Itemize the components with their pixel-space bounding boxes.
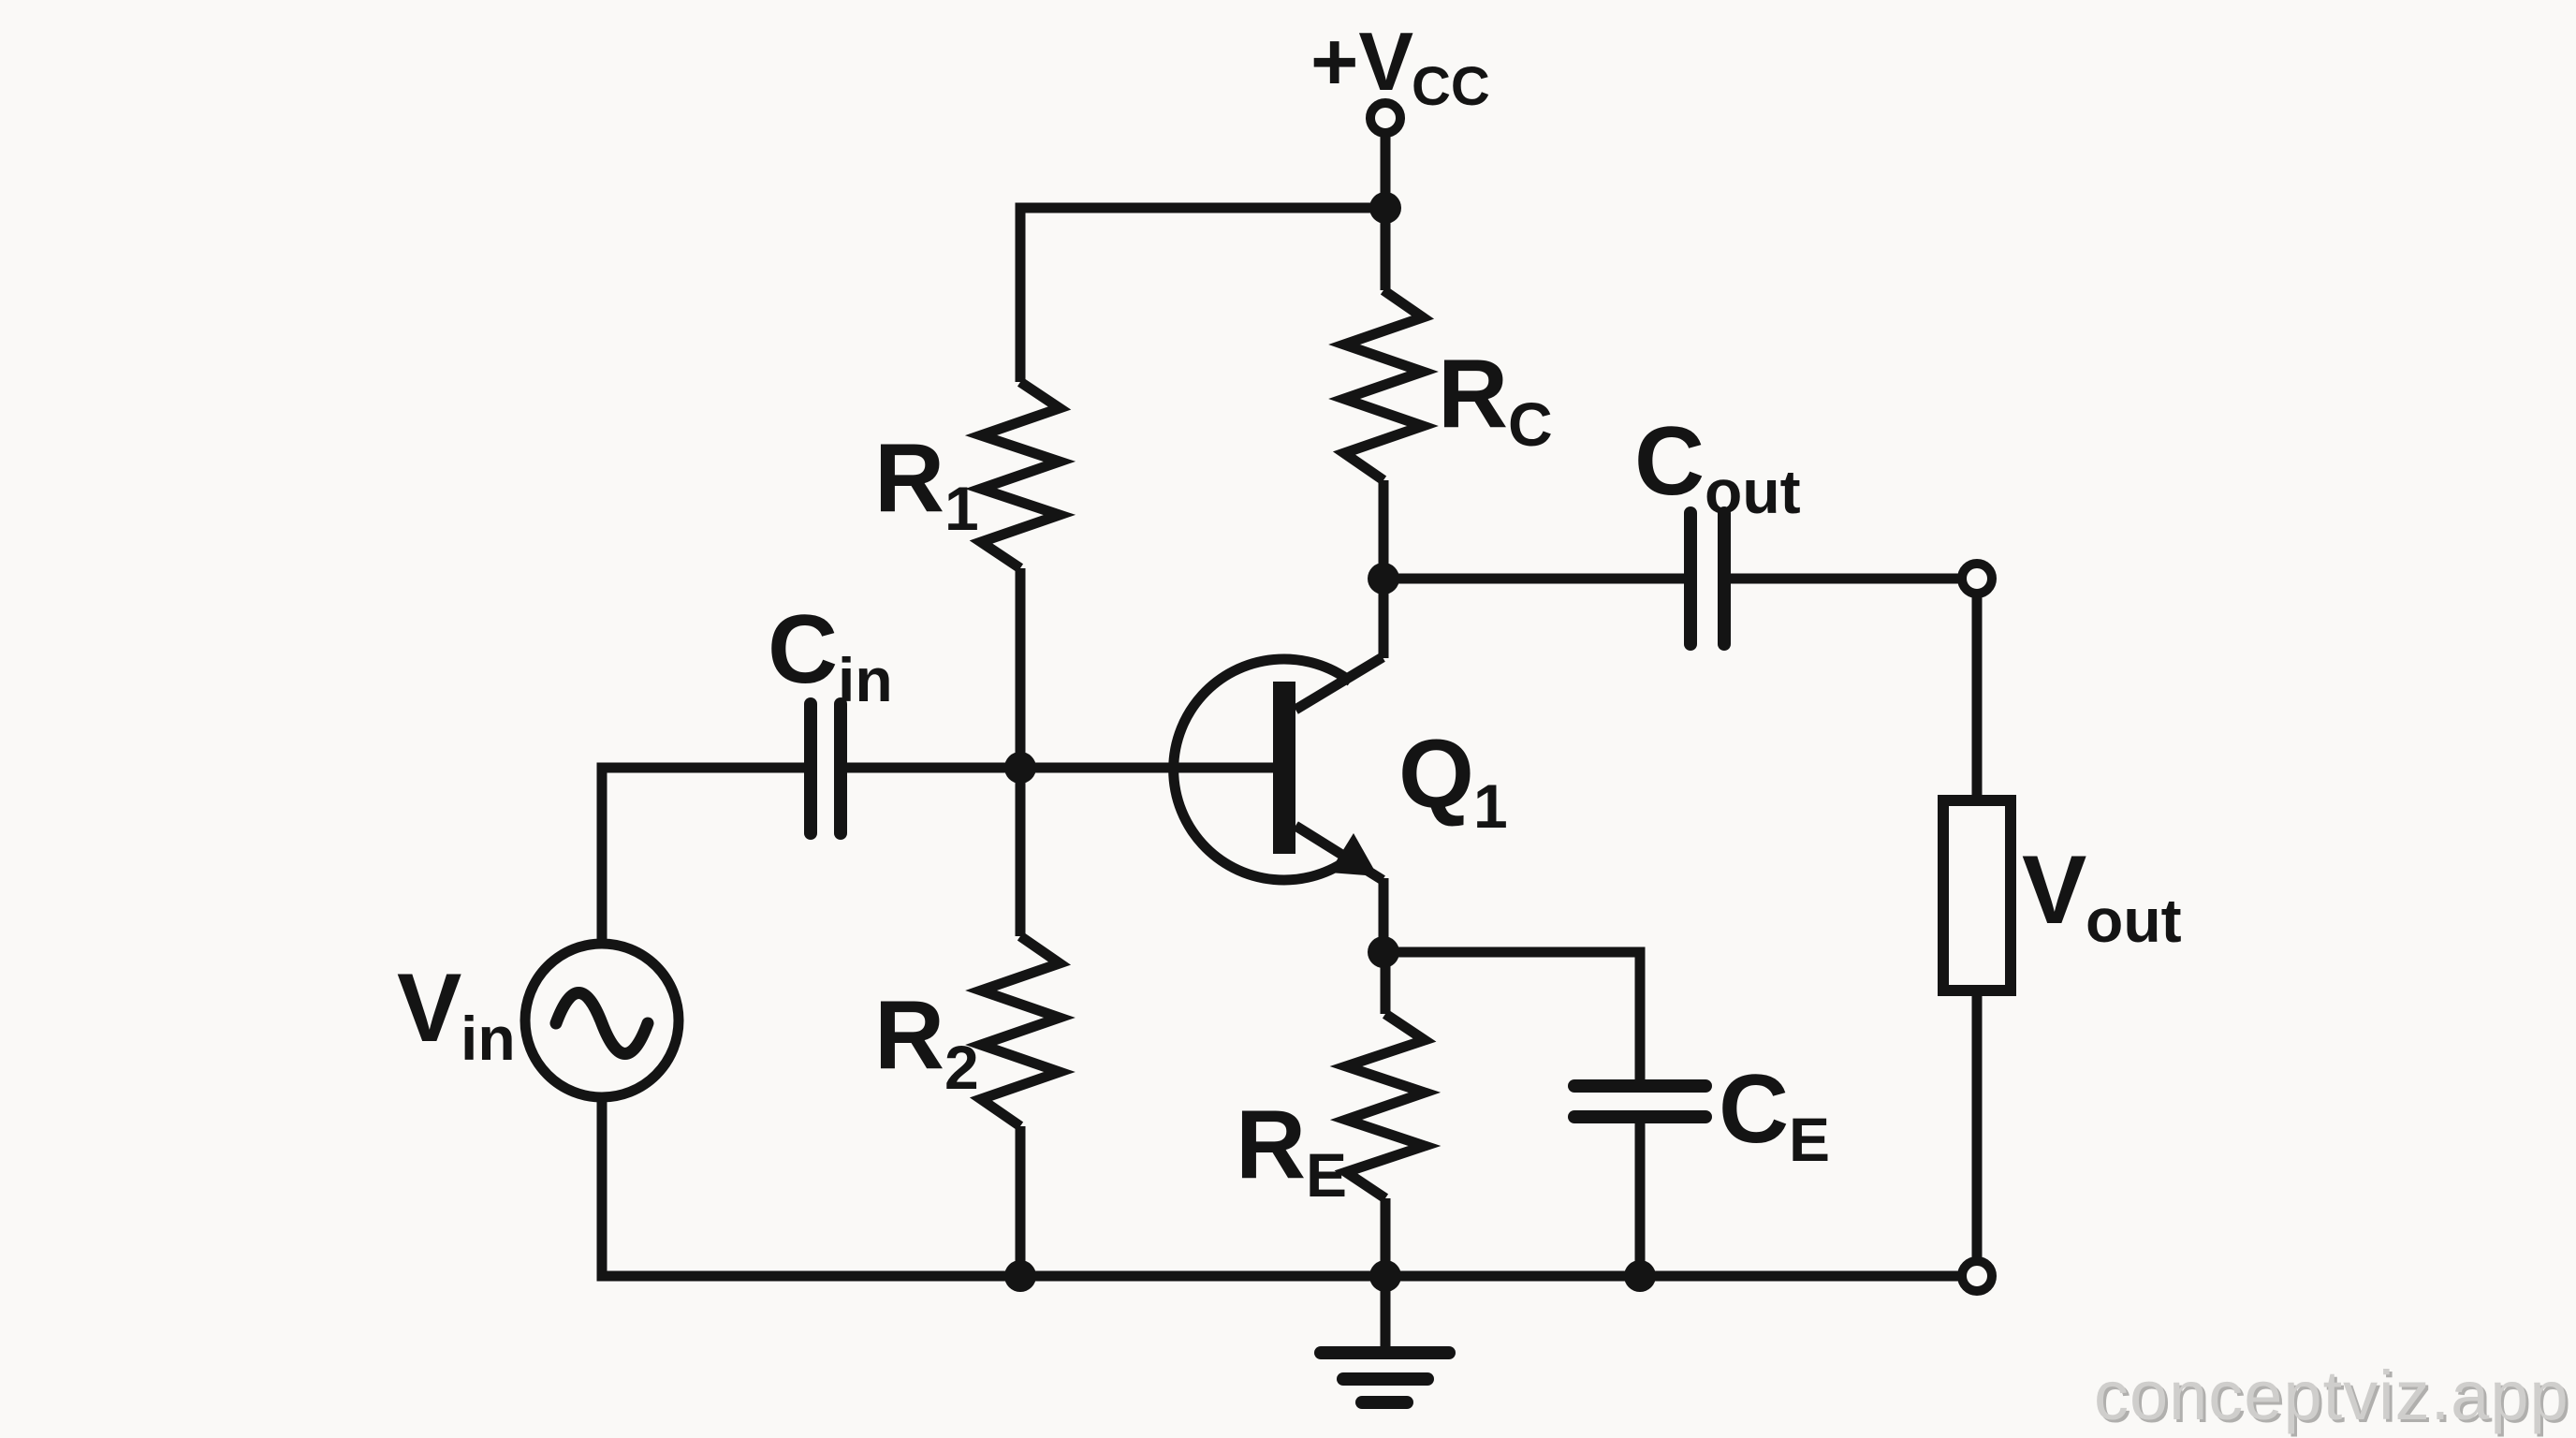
supply-terminal-vcc	[1366, 98, 1405, 138]
label-vcc-sub: CC	[1412, 56, 1490, 117]
ac-source-vin	[520, 938, 684, 1103]
capacitor-cout	[1684, 506, 1731, 651]
label-rc-sub: C	[1508, 389, 1553, 459]
resistor-zigzag-icon	[964, 377, 1076, 573]
transistor-base-bar-icon	[1273, 682, 1295, 854]
capacitor-cin	[804, 697, 847, 840]
label-r2-sub: 2	[944, 1033, 979, 1102]
resistor-r1	[964, 377, 1076, 573]
junction-dot	[1368, 936, 1399, 968]
watermark: conceptviz.app conceptviz.app	[2094, 1357, 2572, 1437]
label-vcc-main: +V	[1310, 15, 1413, 108]
watermark-shadow-text: conceptviz.app	[2097, 1359, 2572, 1437]
junction-dot	[1369, 1260, 1401, 1292]
label-ce-sub: E	[1789, 1105, 1830, 1174]
resistor-re	[1329, 1009, 1442, 1203]
label-q1: Q 1	[1398, 720, 1508, 841]
vcc-terminal-icon	[1366, 98, 1405, 138]
wire-emitter-to-ce	[1383, 946, 1646, 1086]
resistor-rc	[1328, 286, 1439, 485]
capacitor-ce	[1568, 1079, 1712, 1123]
label-re-main: R	[1236, 1091, 1306, 1199]
label-vout: V out	[2022, 836, 2182, 955]
label-re-sub: E	[1306, 1140, 1347, 1210]
label-vin-main: V	[397, 954, 461, 1063]
label-cout-sub: out	[1705, 457, 1801, 526]
wire-top-to-r1	[1015, 202, 1385, 382]
output-terminal-top-icon	[1957, 559, 1997, 598]
transistor-emitter-arrow-icon	[1329, 833, 1378, 876]
junction-dot	[1004, 1260, 1036, 1292]
label-r1: R 1	[874, 424, 979, 543]
label-rc: R C	[1438, 340, 1553, 459]
resistor-zigzag-icon	[1328, 286, 1439, 485]
label-vin: V in	[397, 954, 516, 1073]
resistor-zigzag-icon	[965, 932, 1076, 1131]
vout-load-box-icon	[1938, 795, 2016, 996]
wire-vin-to-rail	[596, 1097, 1020, 1282]
transistor-collector-lead	[1293, 653, 1385, 714]
ground-symbol	[1314, 1276, 1456, 1409]
sine-wave-icon	[549, 987, 654, 1060]
label-cout-main: C	[1634, 407, 1705, 516]
label-ce-main: C	[1719, 1055, 1789, 1164]
transistor-q1	[1168, 653, 1385, 886]
transistor-body-icon	[1168, 653, 1354, 886]
junction-dot	[1624, 1260, 1656, 1292]
label-q1-main: Q	[1398, 720, 1474, 829]
label-ce: C E	[1719, 1055, 1830, 1174]
label-cin-main: C	[768, 595, 838, 704]
junction-dot	[1004, 752, 1036, 784]
label-vout-sub: out	[2086, 886, 2182, 955]
wire-vin-to-cin	[596, 762, 811, 944]
junction-dot	[1368, 563, 1399, 594]
junction-dots	[1004, 192, 1656, 1292]
label-rc-main: R	[1438, 340, 1508, 448]
label-vout-main: V	[2022, 836, 2086, 945]
label-r2-main: R	[874, 981, 944, 1090]
label-vcc: +V CC	[1310, 15, 1490, 117]
junction-dot	[1369, 192, 1401, 224]
label-r1-sub: 1	[944, 474, 979, 543]
resistor-r2	[965, 932, 1076, 1131]
label-q1-sub: 1	[1473, 771, 1508, 841]
watermark-text: conceptviz.app	[2094, 1357, 2569, 1434]
label-re: R E	[1236, 1091, 1347, 1210]
label-cin-sub: in	[838, 645, 893, 714]
label-cin: C in	[768, 595, 893, 714]
output-terminal-bottom-icon	[1957, 1256, 1997, 1296]
label-r2: R 2	[874, 981, 979, 1102]
ac-source-circle-icon	[520, 938, 684, 1103]
label-r1-main: R	[874, 424, 944, 533]
labels: +V CC R 1 R C C in C out Q 1 V in R 2	[397, 15, 2182, 1210]
label-vin-sub: in	[461, 1004, 516, 1073]
resistor-zigzag-icon	[1329, 1009, 1442, 1203]
label-cout: C out	[1634, 407, 1801, 526]
load-vout	[1938, 795, 2016, 996]
